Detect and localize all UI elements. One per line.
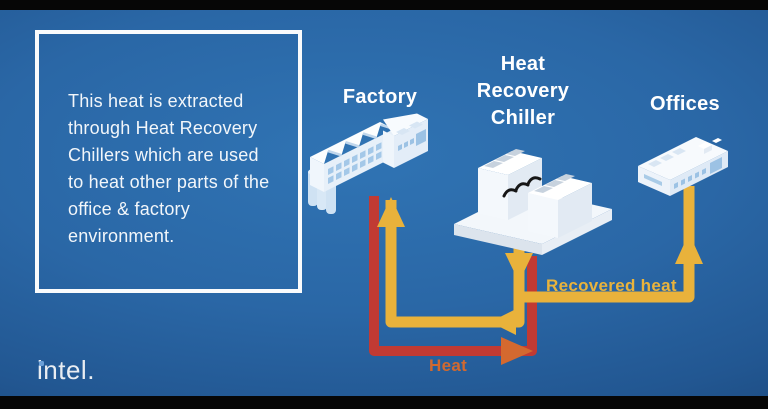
intel-logo-text: intel. [37,355,95,385]
recovered-pipe-to-factory [385,200,525,328]
letterbox-bottom [0,396,768,409]
chiller-illustration [454,149,612,255]
recovered-pipe-to-offices [519,186,695,303]
heat-pipe [369,196,537,356]
recovered-arrow-up-factory-icon [377,197,405,227]
heat-shimmer-icon [502,176,542,198]
intel-logo: intel. [37,355,95,386]
offices-illustration [638,137,728,196]
caption-box: This heat is extracted through Heat Reco… [35,30,302,293]
recovered-heat-label: Recovered heat [546,276,677,295]
recovered-arrow-left-icon [490,309,516,335]
heat-arrow-right-icon [501,337,533,365]
heat-label: Heat [429,356,468,375]
offices-label: Offices [650,93,720,115]
recovered-arrow-up-offices-icon [675,233,703,264]
factory-illustration [308,113,428,214]
caption-text: This heat is extracted through Heat Reco… [68,91,270,246]
factory-label: Factory [342,86,418,108]
letterbox-top [0,0,768,10]
recovered-arrow-down-icon [505,253,533,282]
chiller-label: Heat Recovery Chiller [476,53,570,129]
intel-logo-dot [39,361,44,366]
